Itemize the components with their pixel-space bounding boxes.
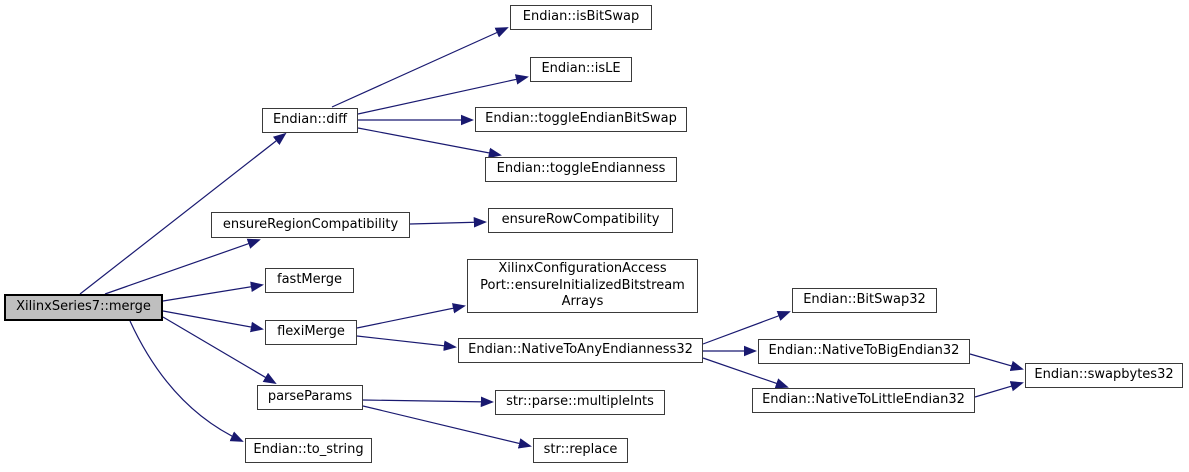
graph-node-label: XilinxSeries7::merge bbox=[16, 299, 151, 315]
graph-node-xcap[interactable]: XilinxConfigurationAccess Port::ensureIn… bbox=[467, 259, 698, 313]
graph-node-label: ensureRegionCompatibility bbox=[222, 216, 399, 232]
graph-node-isbitswap[interactable]: Endian::isBitSwap bbox=[510, 5, 652, 30]
graph-node-label: Endian::NativeToLittleEndian32 bbox=[762, 392, 965, 408]
edge-diff-toggleend bbox=[357, 127, 502, 159]
edge-diff-isbitswap bbox=[331, 27, 509, 108]
graph-node-label: XilinxConfigurationAccess Port::ensureIn… bbox=[480, 260, 685, 310]
edge-merge-tostring bbox=[129, 320, 244, 442]
edge-layer bbox=[79, 27, 1024, 449]
graph-node-label: Endian::isLE bbox=[541, 61, 621, 77]
graph-node-label: flexiMerge bbox=[277, 324, 345, 340]
graph-node-merge: XilinxSeries7::merge bbox=[4, 294, 163, 321]
edge-diff-isle bbox=[357, 74, 529, 115]
edge-merge-fleximerge bbox=[162, 310, 264, 333]
graph-node-toggleend[interactable]: Endian::toggleEndianness bbox=[485, 157, 677, 182]
edge-nativetoany-nativetolittle bbox=[702, 357, 789, 389]
graph-node-diff[interactable]: Endian::diff bbox=[262, 108, 358, 133]
graph-node-strreplace[interactable]: str::replace bbox=[533, 438, 628, 463]
graph-node-fleximerge[interactable]: flexiMerge bbox=[265, 320, 357, 345]
edge-parseparams-multipleints bbox=[362, 396, 494, 408]
edge-nativetolittle-swapbytes32 bbox=[974, 381, 1024, 398]
graph-node-label: Endian::diff bbox=[272, 112, 348, 128]
graph-node-ensurerow[interactable]: ensureRowCompatibility bbox=[488, 208, 673, 233]
edge-nativetobig-swapbytes32 bbox=[969, 353, 1024, 371]
graph-node-label: fastMerge bbox=[277, 272, 342, 288]
graph-node-label: Endian::to_string bbox=[253, 442, 364, 458]
graph-node-label: parseParams bbox=[267, 389, 353, 405]
graph-node-tostring[interactable]: Endian::to_string bbox=[245, 438, 372, 463]
graph-node-label: Endian::BitSwap32 bbox=[803, 292, 926, 308]
graph-node-label: Endian::toggleEndianness bbox=[496, 161, 666, 177]
graph-node-label: str::replace bbox=[543, 442, 618, 458]
graph-node-nativetobig[interactable]: Endian::NativeToBigEndian32 bbox=[758, 339, 970, 364]
graph-node-fastmerge[interactable]: fastMerge bbox=[265, 268, 354, 293]
graph-node-label: Endian::swapbytes32 bbox=[1034, 367, 1174, 383]
graph-node-togglebs[interactable]: Endian::toggleEndianBitSwap bbox=[475, 107, 687, 132]
graph-node-label: Endian::toggleEndianBitSwap bbox=[485, 111, 677, 127]
edge-merge-diff bbox=[79, 132, 287, 295]
edge-fleximerge-nativetoany bbox=[356, 335, 457, 351]
graph-node-ensureregion[interactable]: ensureRegionCompatibility bbox=[211, 212, 410, 238]
graph-node-label: Endian::isBitSwap bbox=[522, 9, 640, 25]
edge-parseparams-strreplace bbox=[362, 405, 532, 449]
graph-node-parseparams[interactable]: parseParams bbox=[257, 385, 363, 410]
edge-ensureregion-ensurerow bbox=[409, 217, 487, 228]
graph-node-label: Endian::NativeToAnyEndianness32 bbox=[468, 342, 693, 358]
graph-node-nativetolittle[interactable]: Endian::NativeToLittleEndian32 bbox=[752, 388, 975, 413]
edge-merge-parseparams bbox=[162, 316, 277, 385]
edge-nativetoany-bitswap32 bbox=[702, 310, 791, 345]
graph-node-swapbytes32[interactable]: Endian::swapbytes32 bbox=[1025, 363, 1183, 388]
graph-node-label: Endian::NativeToBigEndian32 bbox=[768, 343, 960, 359]
graph-node-label: ensureRowCompatibility bbox=[501, 212, 660, 228]
edge-fleximerge-xcap bbox=[356, 303, 466, 329]
edge-merge-ensureregion bbox=[104, 238, 261, 295]
graph-node-multipleints[interactable]: str::parse::multipleInts bbox=[495, 390, 665, 415]
edge-merge-fastmerge bbox=[162, 281, 264, 302]
graph-node-bitswap32[interactable]: Endian::BitSwap32 bbox=[792, 288, 937, 313]
graph-node-isle[interactable]: Endian::isLE bbox=[530, 57, 632, 82]
graph-node-label: str::parse::multipleInts bbox=[506, 394, 654, 410]
graph-node-nativetoany[interactable]: Endian::NativeToAnyEndianness32 bbox=[458, 338, 703, 363]
